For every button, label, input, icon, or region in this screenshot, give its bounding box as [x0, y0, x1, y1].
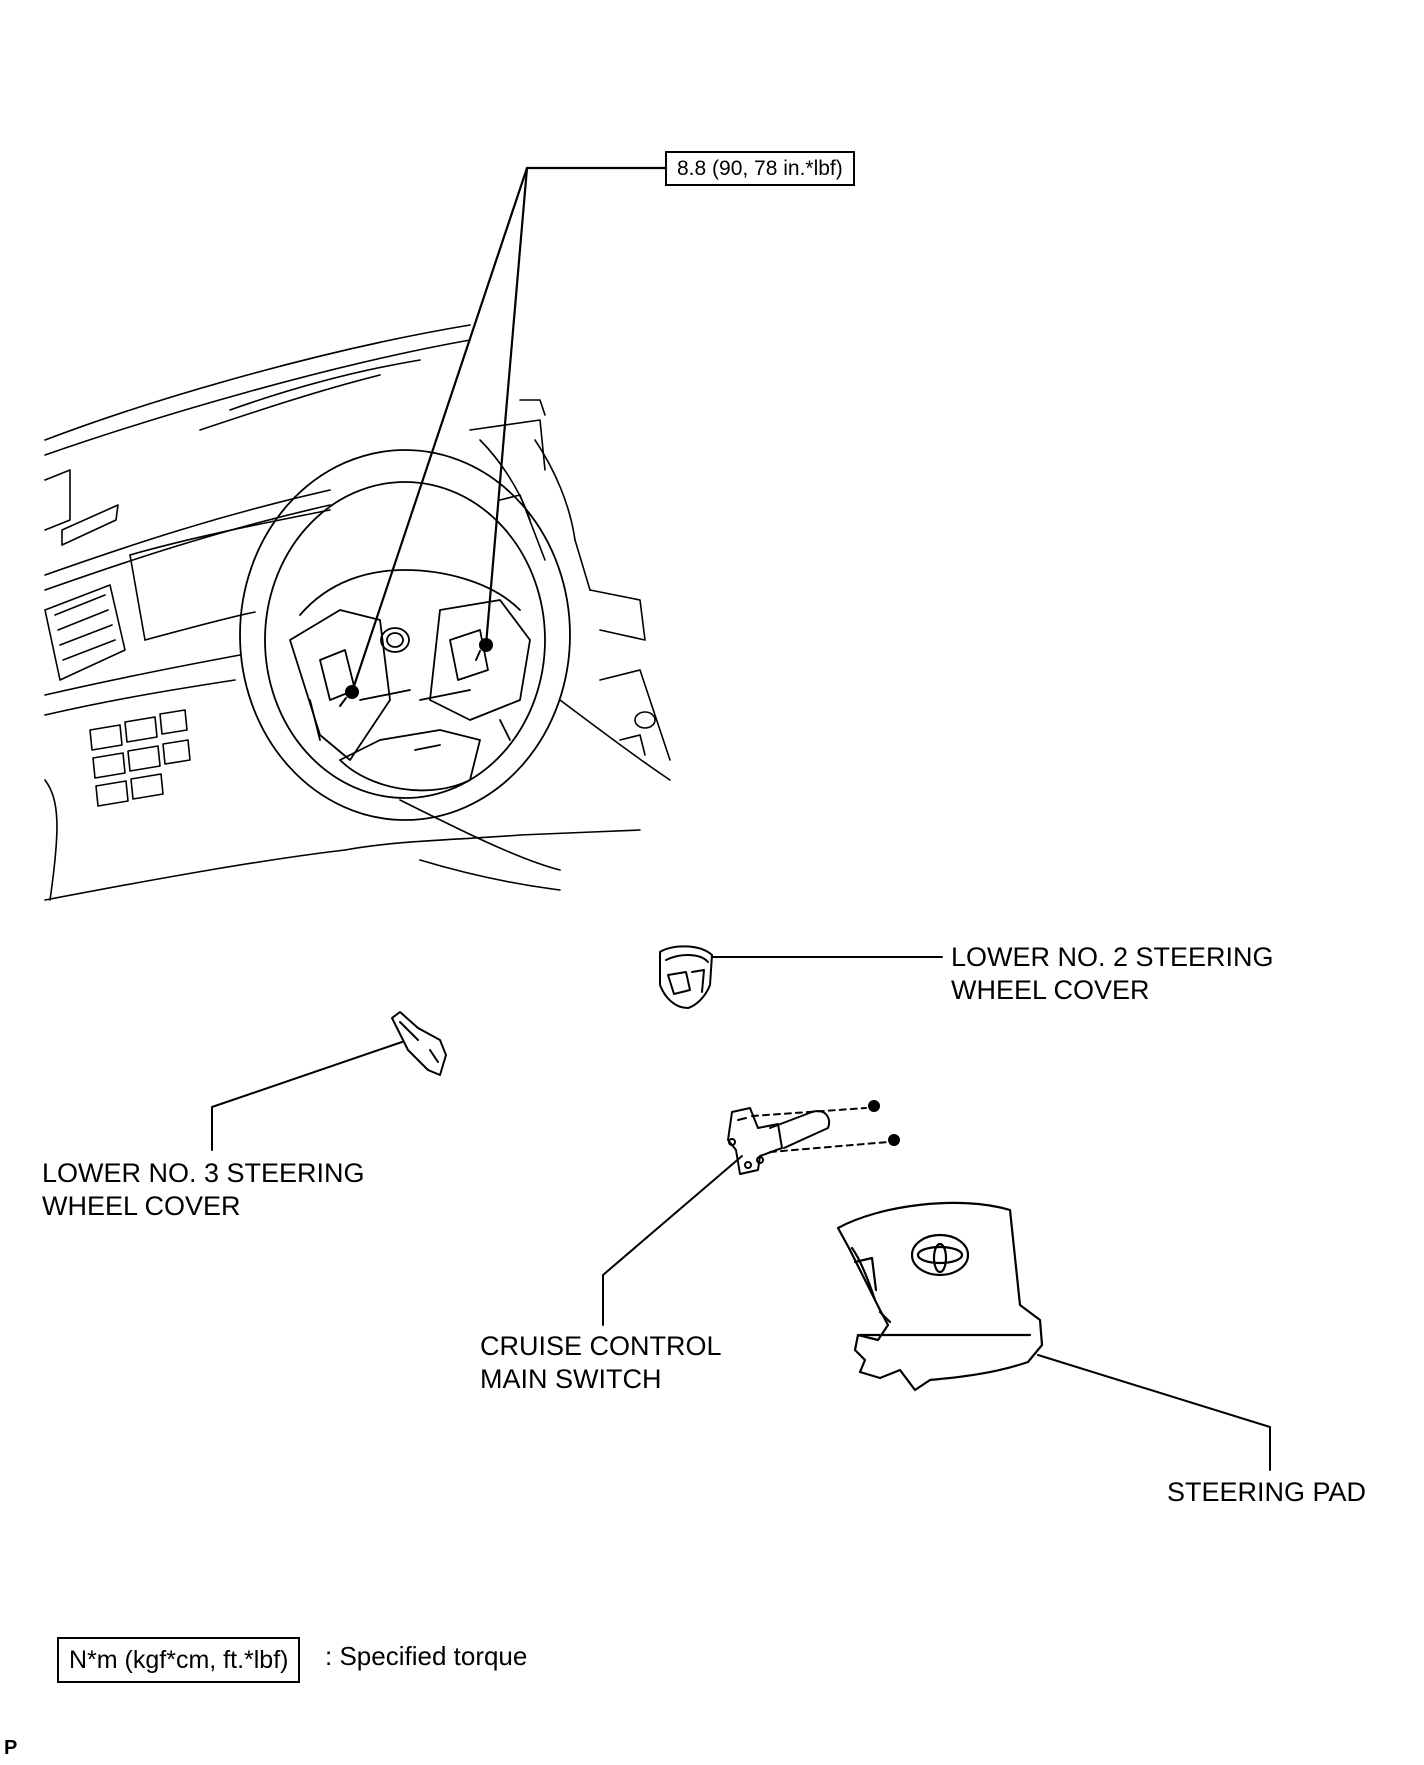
label-steering-pad: STEERING PAD [1167, 1476, 1366, 1509]
lower-no3-cover-leader [211, 1041, 403, 1151]
steering-wheel [239, 449, 571, 821]
legend-unit-text: N*m (kgf*cm, ft.*lbf) [69, 1646, 289, 1674]
legend-description: : Specified torque [325, 1641, 528, 1671]
label-cruise-control-main-switch: CRUISE CONTROL MAIN SWITCH [480, 1330, 722, 1396]
cruise-switch-part [727, 1107, 831, 1175]
label-line: STEERING PAD [1167, 1477, 1367, 1507]
corner-code: P [4, 1737, 18, 1759]
label-line: CRUISE CONTROL [480, 1331, 722, 1361]
legend-unit-box: N*m (kgf*cm, ft.*lbf) [57, 1637, 301, 1683]
label-line: WHEEL COVER [951, 975, 1150, 1005]
steering-pad-part [836, 1201, 1044, 1392]
label-lower-no2-steering-wheel-cover: LOWER NO. 2 STEERING WHEEL COVER [951, 941, 1274, 1007]
label-line: LOWER NO. 2 STEERING [951, 942, 1274, 972]
torque-callout-text: 8.8 (90, 78 in.*lbf) [677, 157, 843, 180]
lower-no3-cover-part [391, 1011, 447, 1076]
label-line: MAIN SWITCH [480, 1364, 662, 1394]
dashboard-outline [44, 324, 671, 901]
label-lower-no3-steering-wheel-cover: LOWER NO. 3 STEERING WHEEL COVER [42, 1157, 365, 1223]
label-line: LOWER NO. 3 STEERING [42, 1158, 365, 1188]
switch-screws [751, 1100, 900, 1153]
steering-pad-leader [1037, 1354, 1271, 1471]
cruise-switch-leader [602, 1155, 743, 1326]
bolt-right [475, 638, 493, 661]
torque-leader-lines [350, 166, 667, 694]
lower-no2-cover-part [659, 945, 713, 1009]
label-line: WHEEL COVER [42, 1191, 241, 1221]
torque-callout-box: 8.8 (90, 78 in.*lbf) [665, 151, 855, 186]
bolt-left [339, 685, 359, 707]
